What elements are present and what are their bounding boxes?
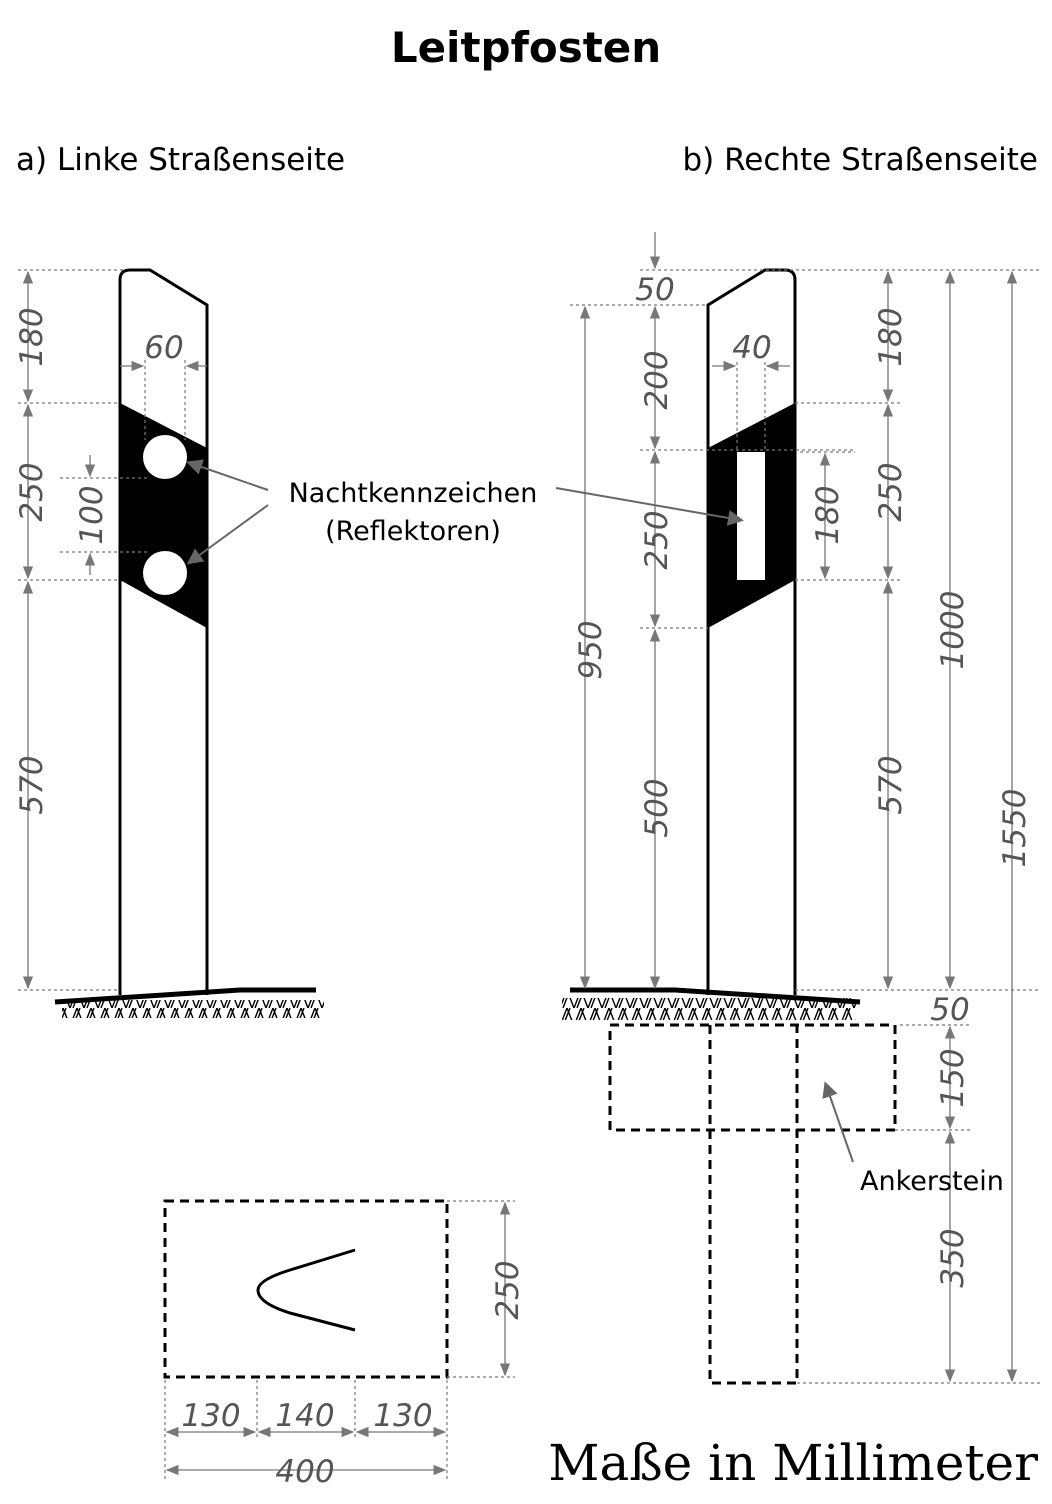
dim-below: 500 — [639, 778, 675, 837]
dim-plan-seg2: 140 — [275, 1398, 334, 1434]
dim-ground-gap: 50 — [930, 992, 969, 1028]
dim-reflector-zone: 250 — [639, 510, 675, 569]
dim-left-lower: 570 — [14, 755, 50, 814]
units-note: Maße in Millimeter — [548, 1434, 1038, 1492]
left-post — [54, 268, 324, 1018]
dim-left-spacing: 100 — [74, 485, 110, 544]
reflector-label: Nachtkennzeichen — [289, 478, 538, 509]
dim-reflector-height: 180 — [810, 485, 846, 544]
left-heading: a) Linke Straßenseite — [16, 142, 345, 178]
dim-height-from-ground: 950 — [573, 620, 609, 679]
dim-total: 1550 — [997, 789, 1033, 868]
left-dimensions: 180 250 570 100 60 — [14, 269, 207, 991]
dim-left-top: 180 — [14, 307, 50, 366]
dim-left-band: 250 — [14, 462, 50, 521]
anchor-label: Ankerstein — [860, 1166, 1004, 1197]
post-profile — [256, 1248, 356, 1332]
anchor-plan-view: 250 130 140 130 400 — [163, 1199, 526, 1490]
dim-reflector-width: 40 — [732, 330, 771, 366]
dim-upper: 200 — [639, 350, 675, 409]
dim-anchor-depth: 350 — [935, 1228, 971, 1287]
dim-plan-seg1: 130 — [181, 1398, 240, 1434]
dim-right-lower: 570 — [873, 755, 909, 814]
dim-right-top: 180 — [873, 307, 909, 366]
anchor-stone — [608, 1023, 897, 1385]
anchor-callout: Ankerstein — [822, 1081, 1004, 1197]
reflector-circle — [143, 435, 187, 479]
right-heading: b) Rechte Straßenseite — [682, 142, 1038, 178]
dim-post-height: 1000 — [935, 591, 971, 670]
ground-hatch — [62, 1000, 324, 1018]
dim-plan-seg3: 130 — [373, 1398, 432, 1434]
reflector-circle — [143, 551, 187, 595]
ground-line — [54, 987, 316, 1005]
ground-line — [570, 987, 861, 1005]
dim-plan-total: 400 — [275, 1454, 334, 1490]
dim-right-band: 250 — [873, 462, 909, 521]
ground-hatch — [562, 998, 856, 1020]
diagram-title: Leitpfosten — [391, 23, 661, 72]
dim-anchor-top: 150 — [935, 1048, 971, 1107]
right-post — [562, 268, 861, 1020]
right-dimensions: 50 950 200 250 500 40 180 180 250 570 10… — [570, 232, 1040, 1384]
reflector-sublabel: (Reflektoren) — [325, 516, 501, 547]
reflector-rect — [737, 452, 765, 580]
dim-left-width: 60 — [144, 330, 183, 366]
dim-plan-depth: 250 — [490, 1260, 526, 1319]
dim-top-offset: 50 — [635, 272, 674, 308]
reflector-callout: Nachtkennzeichen (Reflektoren) — [186, 459, 744, 565]
